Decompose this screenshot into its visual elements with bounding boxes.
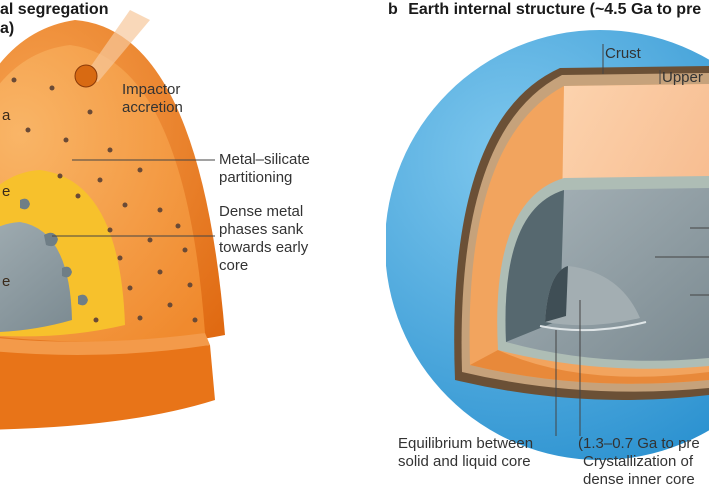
label-impactor-line1: Impactor	[122, 81, 180, 98]
panel-a-cut-label-e1: e	[2, 183, 10, 200]
metal-droplet	[78, 294, 88, 306]
label-crystallization-line1: (1.3–0.7 Ga to pre	[578, 435, 700, 452]
panel-b-letter: b	[388, 1, 398, 18]
panel-a-early-core	[0, 222, 72, 332]
label-upper: Upper	[662, 69, 703, 86]
label-crust: Crust	[605, 45, 642, 62]
label-partitioning-line2: partitioning	[219, 169, 292, 186]
label-impactor-line2: accretion	[122, 99, 183, 116]
panel-b-diagram	[386, 30, 709, 460]
label-equilibrium-line1: Equilibrium between	[398, 435, 533, 452]
panel-a-dots	[11, 77, 198, 323]
label-dense-line3: towards early	[219, 239, 309, 256]
impactor-icon	[74, 10, 150, 88]
panel-a-cut-label-e2: e	[2, 273, 10, 290]
label-crystallization-line3: dense inner core	[583, 471, 695, 488]
panel-b-mantle-rim	[470, 350, 709, 384]
label-partitioning-line1: Metal–silicate	[219, 151, 310, 168]
panel-b-title: b Earth internal structure (~4.5 Ga to p…	[388, 1, 701, 18]
panel-a-cut-base	[0, 339, 215, 430]
metal-droplet	[62, 266, 72, 278]
label-dense-line2: phases sank	[219, 221, 304, 238]
panel-a-diagram: a e e	[0, 10, 225, 430]
panel-b-inner-core-shadow	[545, 266, 568, 322]
panel-b-title-text: Earth internal structure (~4.5 Ga to pre	[408, 1, 701, 18]
label-dense-line1: Dense metal	[219, 203, 303, 220]
panel-a-droplets	[20, 198, 88, 306]
label-equilibrium-line2: solid and liquid core	[398, 453, 531, 470]
panel-b-inner-core	[545, 266, 640, 326]
panel-a-cut-label-a: a	[2, 107, 11, 124]
panel-a-title-line2: a)	[0, 20, 14, 37]
panel-a-cut-face	[0, 333, 210, 355]
label-crystallization-line2: Crystallization of	[583, 453, 694, 470]
panel-b-inner-core-boundary	[539, 321, 647, 332]
label-dense-line4: core	[219, 257, 248, 274]
metal-droplet	[20, 198, 30, 210]
panel-a-title-line1: al segregation	[0, 1, 108, 18]
